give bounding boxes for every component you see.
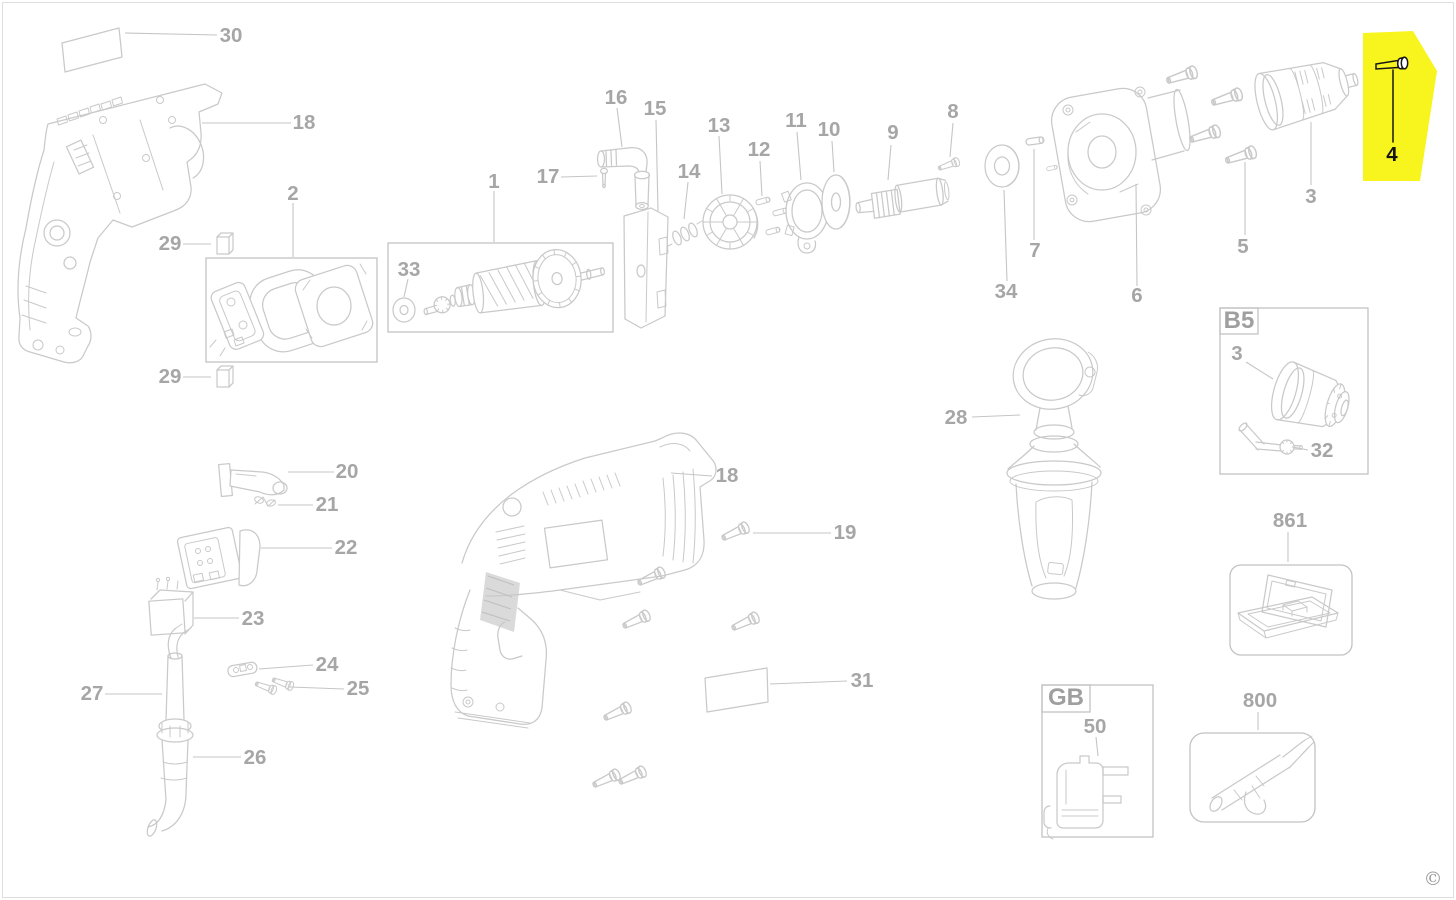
copyright-symbol: © — [1423, 868, 1443, 890]
part-label-22[interactable]: 22 — [334, 535, 358, 559]
carbon-brush-29-lower — [216, 365, 234, 388]
part-label-12[interactable]: 12 — [747, 137, 771, 161]
part-label-29-upper[interactable]: 29 — [158, 231, 182, 255]
reverse-lever-20 — [218, 463, 288, 498]
screws-19 — [590, 520, 762, 792]
part-label-34[interactable]: 34 — [994, 279, 1018, 303]
washer-disc-10 — [821, 174, 851, 230]
capacitor-23 — [148, 576, 194, 636]
part-label-14[interactable]: 14 — [677, 159, 701, 183]
part-label-16[interactable]: 16 — [604, 85, 628, 109]
part-label-33[interactable]: 33 — [397, 257, 421, 281]
part-label-28[interactable]: 28 — [944, 405, 968, 429]
spring-14 — [667, 220, 703, 247]
bearing-ring-34 — [984, 144, 1020, 188]
part-label-17[interactable]: 17 — [536, 164, 560, 188]
chuck-3 — [1254, 62, 1359, 131]
part-label-6[interactable]: 6 — [1131, 283, 1143, 307]
part-label-32[interactable]: 32 — [1310, 438, 1334, 462]
screw-17 — [599, 167, 609, 189]
gear-case-6 — [1050, 86, 1191, 223]
nameplate-label-31 — [704, 667, 769, 713]
part-label-23[interactable]: 23 — [241, 606, 265, 630]
carbon-brush-29-upper — [216, 232, 234, 255]
switch-22 — [176, 526, 261, 590]
clip-21 — [254, 496, 276, 507]
part-label-50[interactable]: 50 — [1083, 714, 1107, 738]
screws-5 — [1164, 64, 1259, 168]
bearing-washer-33 — [392, 297, 416, 323]
part-label-13[interactable]: 13 — [707, 113, 731, 137]
part-label-10[interactable]: 10 — [817, 117, 841, 141]
part-label-4-highlighted[interactable]: 4 — [1386, 142, 1398, 166]
part-label-3-b5[interactable]: 3 — [1231, 341, 1243, 365]
gear-wheel-13 — [702, 194, 759, 250]
part-label-8[interactable]: 8 — [947, 99, 959, 123]
armature-1 — [423, 249, 605, 316]
part-label-9[interactable]: 9 — [887, 120, 899, 144]
link-plate-24 — [227, 661, 258, 678]
cord-protector-26 — [146, 718, 194, 837]
highlighted-part-4[interactable] — [1363, 31, 1437, 181]
pins-12 — [754, 196, 789, 236]
housing-left-18 — [17, 83, 223, 364]
part-label-18-housing[interactable]: 18 — [292, 110, 316, 134]
group-box-861 — [1229, 564, 1353, 656]
part-label-3-chuck[interactable]: 3 — [1305, 184, 1317, 208]
uk-plug-50 — [1043, 755, 1129, 840]
group-box-2 — [205, 257, 378, 363]
box-tag-b5: B5 — [1223, 307, 1255, 334]
pin-7 — [1025, 135, 1059, 172]
part-label-18-body[interactable]: 18 — [715, 463, 739, 487]
screw-4 — [1375, 56, 1409, 70]
part-label-29-lower[interactable]: 29 — [158, 364, 182, 388]
terminal-elbow-16 — [596, 147, 651, 211]
box-tag-gb: GB — [1048, 684, 1084, 711]
part-label-800[interactable]: 800 — [1242, 688, 1278, 712]
part-label-19[interactable]: 19 — [833, 520, 857, 544]
keyed-chuck-3-b5 — [1270, 361, 1350, 428]
part-label-861[interactable]: 861 — [1272, 508, 1308, 532]
clutch-ring-11 — [781, 182, 829, 254]
group-box-b5 — [1219, 307, 1369, 475]
chuck-key-32 — [1238, 422, 1303, 455]
drill-body-18 — [450, 432, 717, 729]
part-label-15[interactable]: 15 — [643, 96, 667, 120]
part-label-21[interactable]: 21 — [315, 492, 339, 516]
group-box-1 — [387, 242, 614, 333]
baffle-plate-15 — [623, 207, 669, 329]
group-box-gb — [1041, 684, 1154, 838]
part-label-11[interactable]: 11 — [785, 108, 807, 132]
part-label-31[interactable]: 31 — [850, 668, 874, 692]
screws-25 — [253, 674, 296, 696]
field-stator-2 — [209, 263, 374, 357]
leader-lines — [105, 32, 1312, 758]
group-box-800 — [1189, 732, 1316, 823]
part-label-30[interactable]: 30 — [219, 23, 243, 47]
part-label-1[interactable]: 1 — [488, 169, 500, 193]
part-label-26[interactable]: 26 — [243, 745, 267, 769]
part-label-27[interactable]: 27 — [80, 681, 104, 705]
side-handle-28 — [1006, 338, 1102, 600]
spindle-9 — [855, 177, 950, 219]
part-label-7[interactable]: 7 — [1029, 238, 1041, 262]
part-label-25[interactable]: 25 — [346, 676, 370, 700]
highlight-region — [1363, 31, 1437, 181]
nameplate-label-30 — [61, 27, 123, 73]
part-label-20[interactable]: 20 — [335, 459, 359, 483]
part-label-24[interactable]: 24 — [315, 652, 339, 676]
part-label-2[interactable]: 2 — [287, 181, 299, 205]
part-label-5[interactable]: 5 — [1237, 234, 1249, 258]
power-cord-27 — [165, 623, 192, 721]
screw-8 — [936, 156, 962, 174]
